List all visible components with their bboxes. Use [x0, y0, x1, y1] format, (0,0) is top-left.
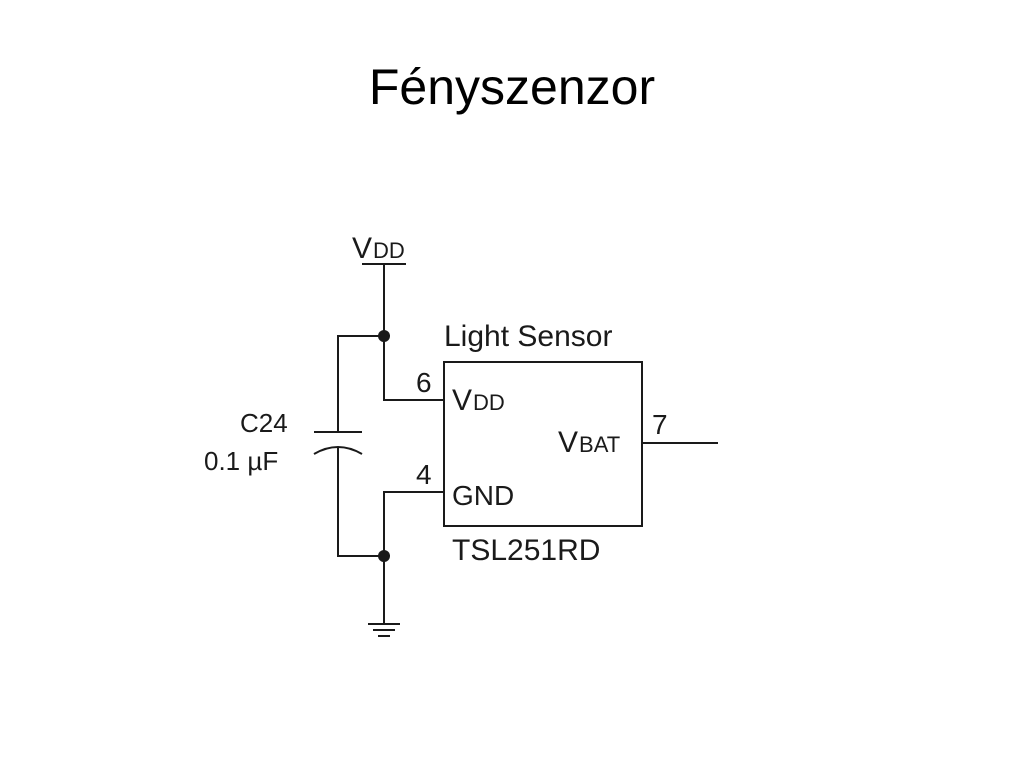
capacitor-bottom-plate [313, 446, 363, 455]
supply-label: VDD [352, 232, 405, 265]
cap-bottom-wire [337, 448, 384, 557]
pin4-wire [383, 491, 444, 556]
part-number: TSL251RD [452, 534, 600, 567]
block-title: Light Sensor [444, 320, 612, 353]
pin7-name: VBAT [558, 426, 620, 459]
slide-title: Fényszenzor [368, 59, 656, 115]
pin6-wire [383, 336, 444, 401]
pin4-number: 4 [416, 459, 432, 490]
pin6-name: VDD [452, 384, 505, 417]
pin7-number: 7 [652, 409, 668, 440]
capacitor-value: 0.1 µF [204, 446, 278, 476]
capacitor-ref: C24 [240, 408, 288, 438]
pin6-number: 6 [416, 367, 432, 398]
pin4-name: GND [452, 480, 514, 511]
cap-top-wire [337, 335, 384, 432]
ground-icon [368, 623, 400, 637]
